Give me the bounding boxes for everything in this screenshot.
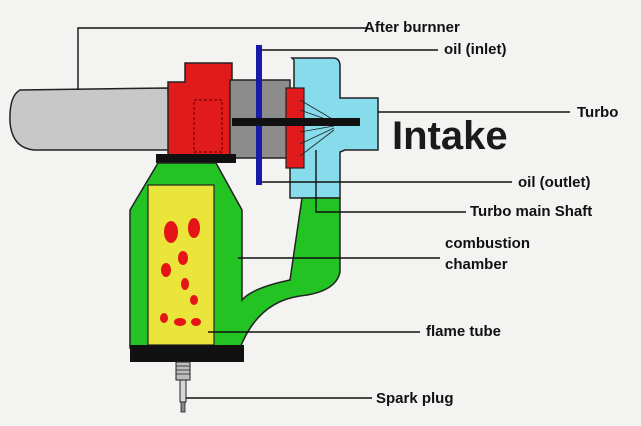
label-combustion: combustion: [445, 235, 530, 252]
label-intake: Intake: [392, 114, 508, 158]
label-flame-tube: flame tube: [426, 323, 502, 340]
leader-lines: [77, 27, 570, 399]
flame-tube-holes: [160, 218, 201, 326]
label-chamber: chamber: [445, 256, 508, 273]
top-flange: [156, 154, 236, 163]
label-oil-inlet: oil (inlet): [444, 41, 507, 58]
spark-plug: [175, 361, 191, 413]
oil-tube: [256, 45, 262, 185]
base-plate: [130, 345, 244, 362]
red-housing: [167, 62, 233, 161]
after-burner: [9, 87, 171, 151]
turbo-disk: [285, 87, 305, 169]
label-turbo-main-shaft: Turbo main Shaft: [470, 203, 593, 220]
label-after-burner: After burnner: [364, 19, 460, 36]
label-oil-outlet: oil (outlet): [518, 174, 591, 191]
turbo-main-shaft: [232, 118, 360, 126]
label-turbo: Turbo: [577, 104, 619, 121]
label-spark-plug: Spark plug: [376, 390, 454, 407]
